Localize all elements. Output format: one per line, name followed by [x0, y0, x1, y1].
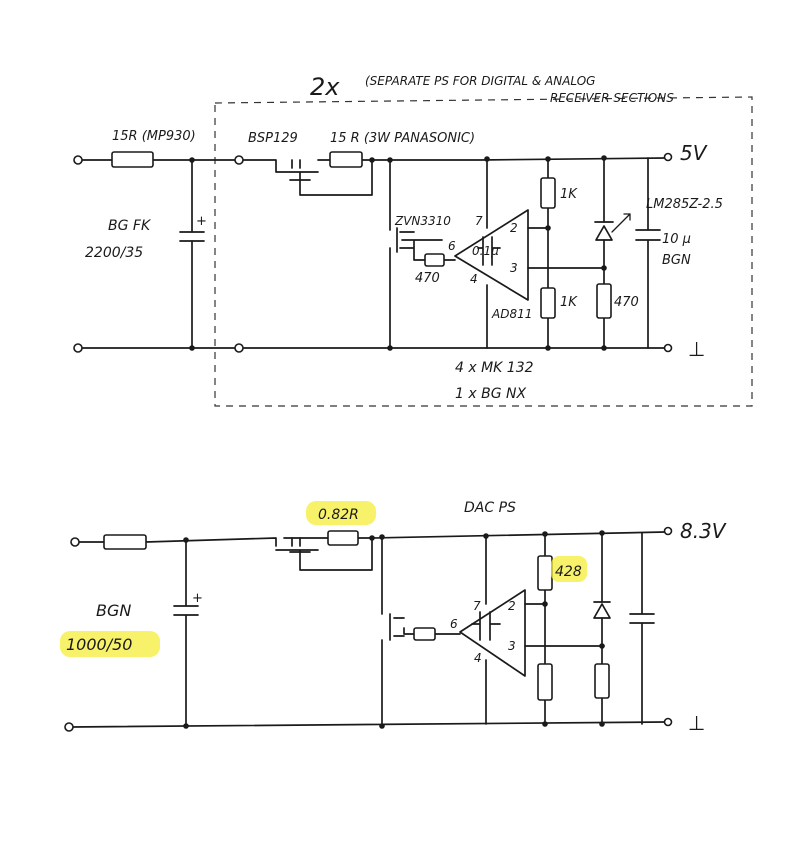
bottom-cap-value: 1000/50 [66, 635, 132, 654]
top-1k-resistor-lower [540, 287, 556, 319]
bottom-input-resistor [103, 534, 147, 550]
bottom-title: DAC PS [464, 500, 516, 516]
top-pin4: 4 [470, 272, 478, 286]
top-note-main: 2x [310, 73, 340, 101]
bottom-ground-symbol: ⊥ [688, 711, 705, 735]
top-470-resistor [596, 283, 612, 319]
top-input-resistor-label: 15R (MP930) [112, 129, 196, 144]
top-470-label: 470 [614, 295, 639, 310]
top-gate-resistor [424, 253, 445, 267]
top-1k-upper-label: 1K [560, 187, 578, 202]
top-circuit: 2x (SEPARATE PS FOR DIGITAL & ANALOG REC… [73, 73, 753, 407]
bottom-428-resistor [537, 555, 553, 591]
top-1k-lower-label: 1K [560, 295, 578, 310]
top-bsp129-label: BSP129 [248, 131, 298, 146]
top-enclosure-dashed [214, 96, 753, 407]
top-ground-symbol: ⊥ [688, 337, 705, 361]
top-cap-01-label: 0.1μ [472, 244, 499, 258]
top-ref-diode [594, 221, 614, 241]
bottom-cap-type: BGN [96, 601, 131, 620]
bottom-428-label: 428 [555, 564, 582, 580]
bottom-pin7: 7 [473, 599, 481, 613]
top-cap-value: 2200/35 [85, 245, 143, 261]
highlight-shunt [306, 501, 376, 525]
top-input-resistor [111, 151, 154, 168]
top-cap-plus: + [196, 214, 207, 229]
top-note-line2: RECEIVER SECTIONS [550, 91, 674, 105]
bottom-ref-resistor [594, 663, 610, 699]
top-note-line1: (SEPARATE PS FOR DIGITAL & ANALOG [365, 74, 595, 88]
top-shunt-label: 15 R (3W PANASONIC) [330, 131, 475, 146]
highlight-428 [551, 556, 587, 582]
top-1k-resistor-upper [540, 177, 556, 209]
top-fet-label: ZVN3310 [394, 214, 451, 228]
top-pin3: 3 [510, 261, 518, 275]
bottom-circuit: DAC PS 0.82R 8.3V BGN 1000/50 + 428 7 6 … [60, 500, 727, 735]
bottom-pin6: 6 [450, 617, 458, 631]
top-opamp-label: AD811 [491, 307, 532, 321]
bottom-gate-resistor [413, 627, 436, 641]
top-pin6: 6 [448, 239, 456, 253]
bottom-output-voltage: 8.3V [680, 519, 727, 543]
top-bypass-1: 4 x MK 132 [455, 360, 534, 376]
top-ref-label: LM285Z-2.5 [646, 197, 723, 212]
highlight-cap-value [60, 631, 160, 657]
top-output-voltage: 5V [680, 141, 708, 165]
top-gate-resistor-label: 470 [415, 271, 440, 286]
top-bypass-2: 1 x BG NX [455, 386, 526, 402]
bottom-shunt-resistor [327, 530, 359, 546]
bottom-lower-resistor [537, 663, 553, 701]
top-cap10-label: 10 μ [662, 232, 691, 247]
top-pin7: 7 [475, 214, 483, 228]
bottom-pin4: 4 [474, 651, 482, 665]
bottom-opamp [459, 589, 526, 677]
bottom-pin2: 2 [508, 599, 516, 613]
top-shunt-resistor [329, 151, 363, 168]
bottom-pin3: 3 [508, 639, 516, 653]
top-opamp [454, 209, 529, 301]
top-cap10-type: BGN [662, 253, 691, 268]
top-bsp129 [241, 159, 373, 196]
top-pin2: 2 [510, 221, 518, 235]
bottom-shunt-label: 0.82R [318, 507, 359, 523]
top-cap-type: BG FK [108, 218, 152, 234]
bottom-cap-plus: + [192, 591, 203, 606]
bottom-ref-diode [593, 601, 611, 619]
